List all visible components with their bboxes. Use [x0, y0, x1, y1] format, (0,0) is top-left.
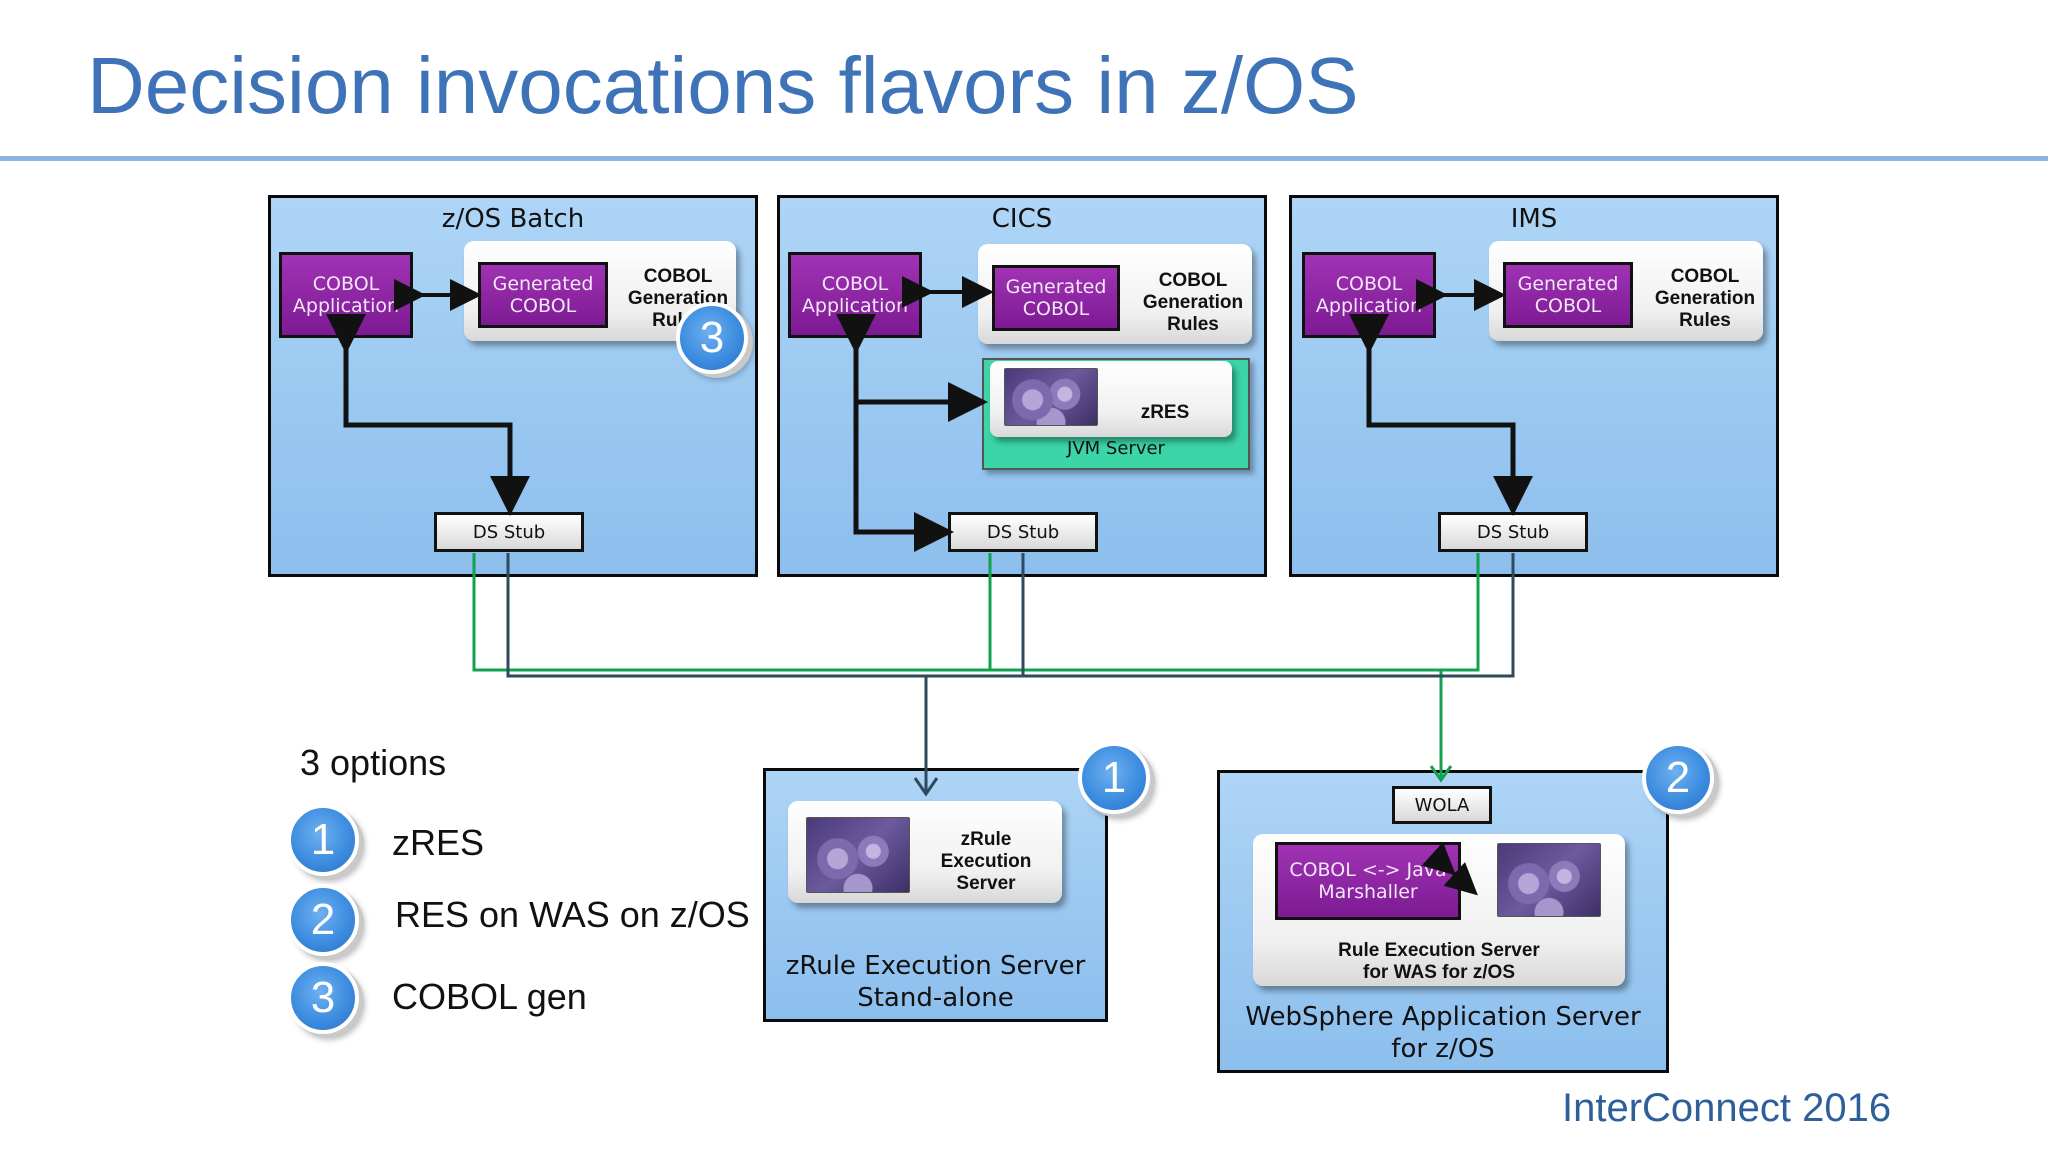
marshaller-line1: COBOL <-> Java [1289, 859, 1447, 881]
res-line2: for WAS for z/OS [1363, 962, 1515, 983]
jvm-server-label: JVM Server [1067, 438, 1165, 459]
option-3-badge: 3 [676, 302, 748, 374]
generated-line1: Generated [1517, 273, 1619, 295]
zrule-caption-line1: zRule Execution Server [785, 951, 1086, 981]
gen-rules-label: COBOL Generation Rules [1645, 266, 1765, 332]
options-heading: 3 options [300, 742, 447, 783]
cobol-app-line1: COBOL [1335, 273, 1403, 295]
generated-cobol-box: Generated COBOL [478, 262, 608, 328]
legend-badge-3: 3 [287, 962, 359, 1034]
panel-title-batch: z/OS Batch [441, 204, 585, 234]
generated-cobol-box: Generated COBOL [1503, 262, 1633, 328]
legend-label-3: COBOL gen [392, 976, 587, 1017]
was-caption: WebSphere Application Server for z/OS [1217, 1001, 1669, 1065]
zrule-line3: Server [956, 873, 1016, 894]
option-1-badge: 1 [1078, 742, 1150, 814]
gen-rules-line3: Rules [1679, 310, 1731, 331]
zrule-caption: zRule Execution Server Stand-alone [763, 950, 1108, 1014]
generated-line2: COBOL [1534, 295, 1602, 317]
option-2-badge: 2 [1642, 742, 1714, 814]
title-divider [0, 156, 2048, 161]
cobol-app-line1: COBOL [312, 273, 380, 295]
gear-icon [1497, 843, 1601, 917]
legend-label-1: zRES [392, 822, 485, 863]
cobol-application-box: COBOL Application [788, 252, 922, 338]
gen-rules-line1: COBOL [1158, 270, 1228, 291]
marshaller-line2: Marshaller [1318, 881, 1418, 903]
footer-brand: InterConnect 2016 [1562, 1086, 1892, 1130]
cobol-app-line2: Application [801, 295, 909, 317]
zres-label: zRES [1140, 402, 1190, 423]
cobol-application-box: COBOL Application [1302, 252, 1436, 338]
zrule-caption-line2: Stand-alone [857, 983, 1014, 1013]
panel-title-cics: CICS [991, 204, 1053, 234]
gen-rules-line3: Rules [1167, 314, 1219, 335]
slide-title: Decision invocations flavors in z/OS [87, 41, 1359, 130]
res-line1: Rule Execution Server [1338, 940, 1540, 961]
was-caption-line1: WebSphere Application Server [1245, 1002, 1641, 1032]
zrule-line2: Execution [940, 851, 1032, 872]
generated-line1: Generated [492, 273, 594, 295]
generated-cobol-box: Generated COBOL [992, 265, 1120, 331]
wola-box: WOLA [1392, 786, 1492, 824]
ds-stub-batch: DS Stub [434, 512, 584, 552]
ds-stub-ims: DS Stub [1438, 512, 1588, 552]
was-caption-line2: for z/OS [1391, 1034, 1495, 1064]
gear-icon [1004, 368, 1098, 426]
cobol-app-line1: COBOL [821, 273, 889, 295]
legend-label-2: RES on WAS on z/OS [395, 894, 750, 935]
cobol-app-line2: Application [1315, 295, 1423, 317]
generated-line2: COBOL [1022, 298, 1090, 320]
generated-line1: Generated [1005, 276, 1107, 298]
zrule-inner-label: zRule Execution Server [922, 829, 1050, 895]
zrule-line1: zRule [960, 829, 1012, 850]
gen-rules-line1: COBOL [643, 266, 713, 287]
legend-badge-2: 2 [287, 884, 359, 956]
gen-rules-label: COBOL Generation Rules [1130, 270, 1256, 336]
legend-badge-1: 1 [287, 804, 359, 876]
gen-rules-line1: COBOL [1670, 266, 1740, 287]
gen-rules-line2: Generation [1142, 292, 1244, 313]
panel-title-ims: IMS [1510, 204, 1558, 234]
cobol-application-box: COBOL Application [279, 252, 413, 338]
generated-line2: COBOL [509, 295, 577, 317]
gear-icon [806, 817, 910, 893]
cobol-app-line2: Application [292, 295, 400, 317]
res-label: Rule Execution Server for WAS for z/OS [1253, 940, 1625, 984]
marshaller-box: COBOL <-> Java Marshaller [1275, 842, 1461, 920]
gen-rules-line2: Generation [1654, 288, 1756, 309]
ds-stub-cics: DS Stub [948, 512, 1098, 552]
